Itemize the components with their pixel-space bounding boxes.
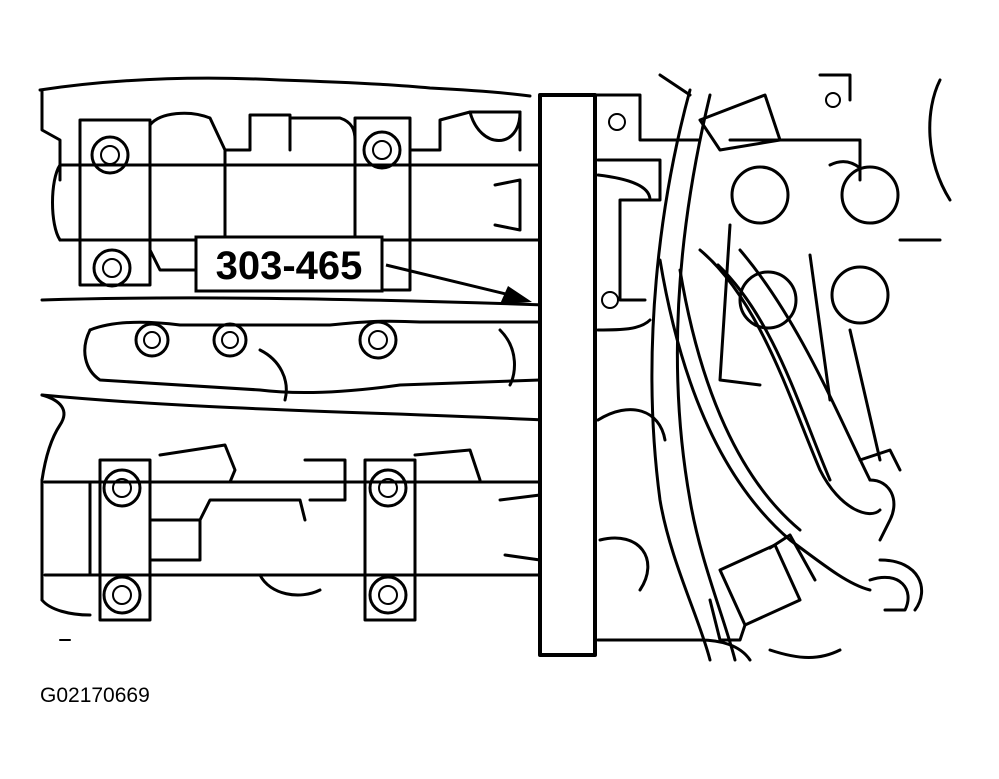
lower-camshaft [43,443,542,622]
upper-camshaft [51,110,542,292]
bolt [368,575,408,615]
cylinder-head-outline [38,76,532,641]
bolt [92,248,132,288]
bolt [212,322,248,358]
bolt [102,575,142,615]
callout-box [194,235,384,293]
camshaft-alignment-tool [538,93,597,657]
callout-arrowhead [500,286,532,304]
bolt [368,468,408,508]
spark-plug-wires [650,88,910,662]
callout-label: 303-465 [216,244,363,288]
spark-plug-wells [40,296,547,422]
bolt [362,130,402,170]
bolt [90,135,130,175]
figure-id: G02170669 [40,684,150,707]
tool-callout: 303-465 [194,235,532,304]
bolt [358,320,398,360]
callout-leader-line [385,263,511,297]
connector-plug [708,533,817,642]
bolt [102,468,142,508]
timing-cover-area [593,73,952,662]
bolt [134,322,170,358]
bolt-heads [90,130,408,615]
